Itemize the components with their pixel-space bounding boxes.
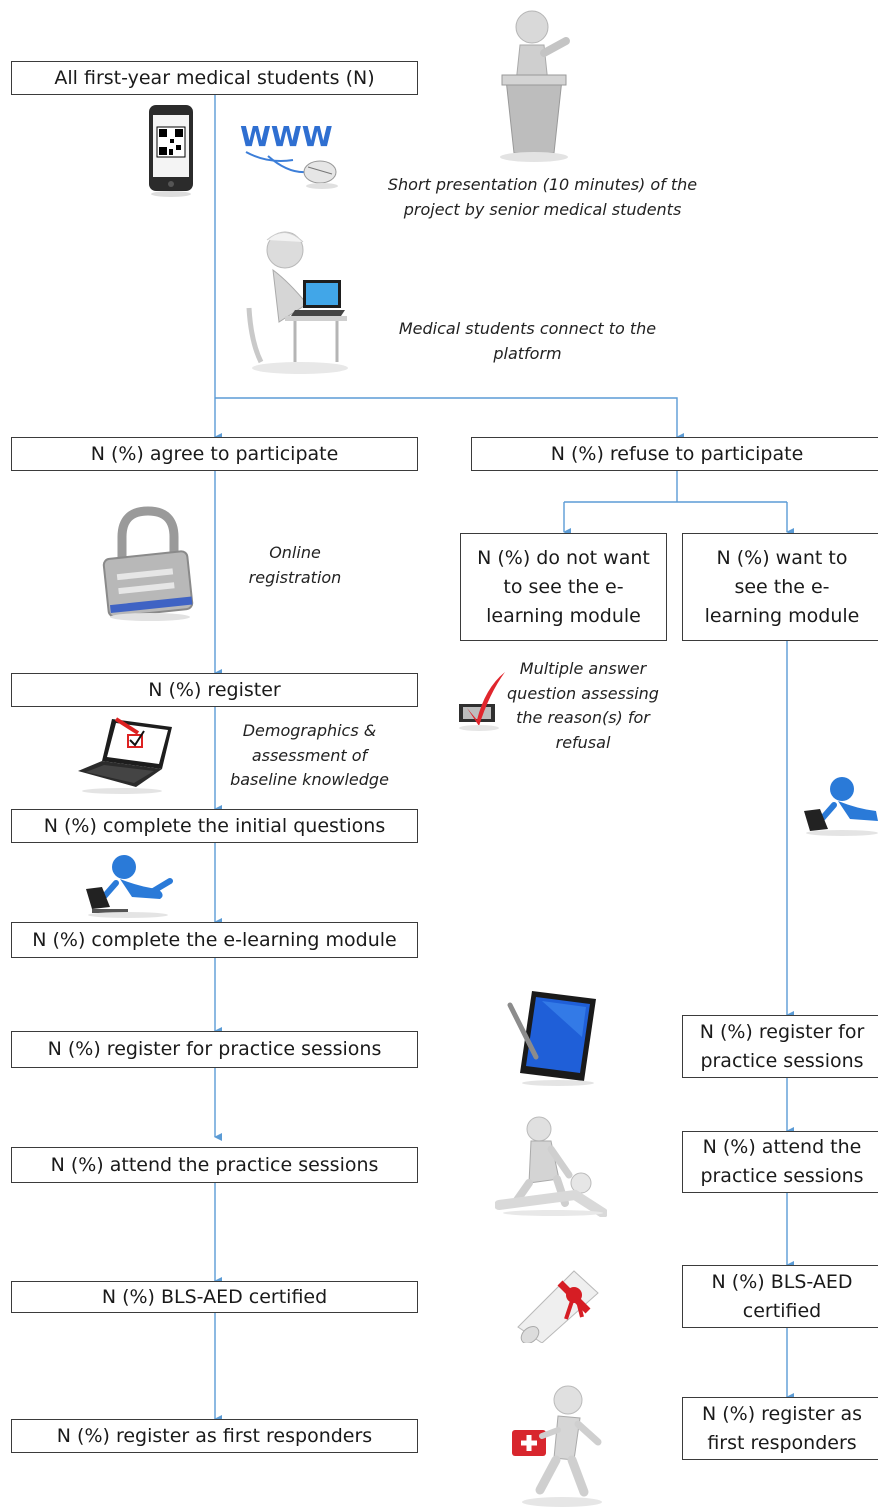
www-mouse-icon: WWW bbox=[240, 120, 338, 189]
initial-questions-box: N (%) complete the initial questions bbox=[11, 809, 418, 843]
first-responder-icon bbox=[512, 1385, 602, 1507]
elearning-figure-icon bbox=[86, 855, 173, 918]
want-elearning-box: N (%) want to see the e-learning module bbox=[682, 533, 878, 641]
right-attend-box: N (%) attend the practice sessions bbox=[682, 1131, 878, 1193]
checkbox-refusal-icon bbox=[459, 672, 505, 731]
left-certified-box: N (%) BLS-AED certified bbox=[11, 1281, 418, 1313]
connect-note: Medical students connect to the platform bbox=[398, 319, 657, 363]
padlock-icon bbox=[102, 506, 194, 621]
presenter-podium-icon bbox=[500, 10, 570, 162]
register-box: N (%) register bbox=[11, 673, 418, 707]
complete-elearning-box: N (%) complete the e-learning module bbox=[11, 922, 418, 958]
left-first-responders-box: N (%) register as first responders bbox=[11, 1419, 418, 1453]
elearning-figure-icon-right bbox=[804, 777, 878, 836]
right-first-responders-box: N (%) register as first responders bbox=[682, 1397, 878, 1460]
cpr-figure-icon bbox=[495, 1116, 607, 1217]
left-attend-box: N (%) attend the practice sessions bbox=[11, 1147, 418, 1183]
refusal-question-note: Multiple answer question assessing the r… bbox=[507, 659, 659, 752]
demographics-note: Demographics & assessment of baseline kn… bbox=[230, 721, 389, 789]
right-register-practice-box: N (%) register for practice sessions bbox=[682, 1015, 878, 1078]
all-students-box: All first-year medical students (N) bbox=[11, 61, 418, 95]
laptop-checklist-icon bbox=[78, 717, 172, 794]
left-register-practice-box: N (%) register for practice sessions bbox=[11, 1031, 418, 1068]
refuse-box: N (%) refuse to participate bbox=[471, 437, 878, 471]
student-laptop-icon bbox=[246, 231, 348, 374]
no-elearning-box: N (%) do not want to see the e-learning … bbox=[460, 533, 667, 641]
online-registration-note: Online registration bbox=[248, 543, 342, 587]
right-certified-box: N (%) BLS-AED certified bbox=[682, 1265, 878, 1328]
svg-text:WWW: WWW bbox=[240, 120, 333, 153]
presentation-note: Short presentation (10 minutes) of the p… bbox=[387, 175, 698, 219]
diploma-icon bbox=[517, 1270, 599, 1343]
agree-box: N (%) agree to participate bbox=[11, 437, 418, 471]
tablet-stylus-icon bbox=[507, 991, 596, 1086]
phone-qr-icon bbox=[149, 105, 193, 197]
